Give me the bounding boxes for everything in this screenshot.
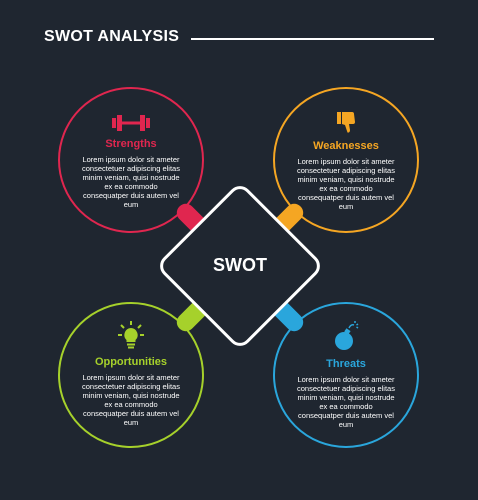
threats-block: Threats Lorem ipsum dolor sit ameter con… xyxy=(273,320,419,429)
strengths-heading: Strengths xyxy=(105,138,157,150)
weaknesses-heading: Weaknesses xyxy=(313,140,379,152)
threats-heading: Threats xyxy=(326,358,366,370)
thumbs-down-icon xyxy=(337,112,355,133)
strengths-text: Lorem ipsum dolor sit ameter consectetue… xyxy=(82,155,180,209)
opportunities-circle xyxy=(58,302,204,448)
weaknesses-circle xyxy=(273,87,419,233)
page-title: SWOT ANALYSIS xyxy=(44,28,180,45)
threats-text: Lorem ipsum dolor sit ameter consectetue… xyxy=(297,375,395,429)
weaknesses-text: Lorem ipsum dolor sit ameter consectetue… xyxy=(297,157,395,211)
weaknesses-block: Weaknesses Lorem ipsum dolor sit ameter … xyxy=(273,110,419,211)
dumbbell-icon xyxy=(112,115,150,131)
bomb-icon xyxy=(335,321,359,350)
title-divider xyxy=(191,38,434,40)
strengths-block: Strengths Lorem ipsum dolor sit ameter c… xyxy=(58,114,204,209)
strengths-circle xyxy=(58,87,204,233)
opportunities-block: Opportunities Lorem ipsum dolor sit amet… xyxy=(58,320,204,427)
threats-circle xyxy=(273,302,419,448)
center-label: SWOT xyxy=(213,255,267,275)
lightbulb-icon xyxy=(118,321,144,349)
opportunities-heading: Opportunities xyxy=(94,356,168,368)
opportunities-text: Lorem ipsum dolor sit ameter consectetue… xyxy=(82,373,180,427)
